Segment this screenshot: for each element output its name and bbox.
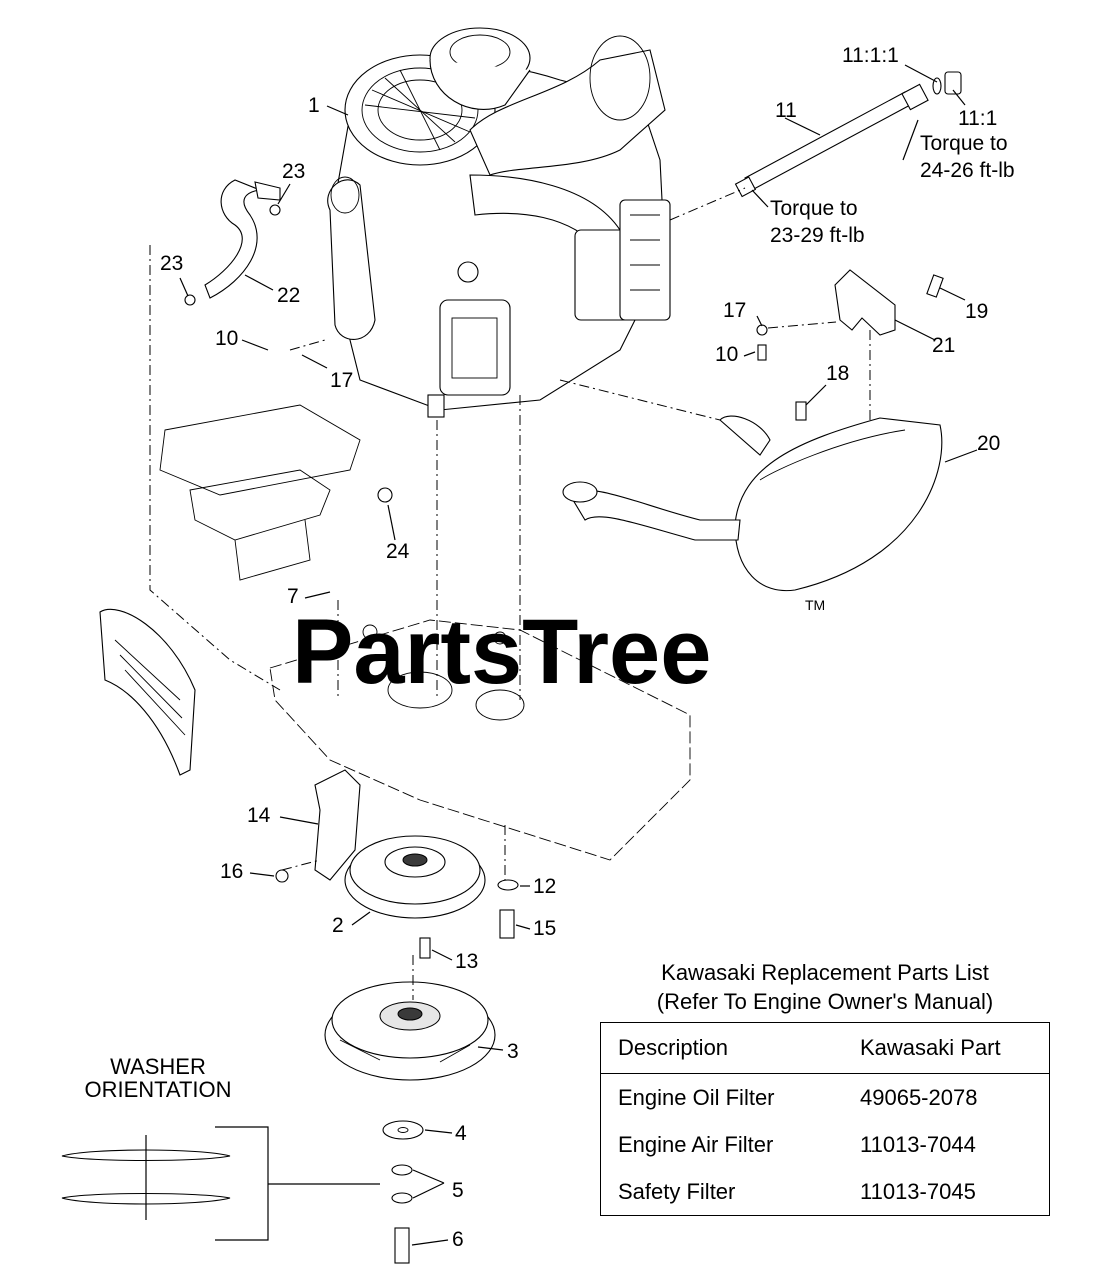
callout-11: 11: [775, 99, 797, 122]
callout-13: 13: [455, 950, 478, 973]
callout-24: 24: [386, 540, 410, 563]
exhaust-pipe-drawing: [734, 71, 962, 198]
muffler-drawing: [562, 401, 943, 592]
table-row: Engine Air Filter 11013-7044: [601, 1121, 1050, 1168]
callout-19: 19: [965, 300, 988, 323]
callout-4: 4: [455, 1122, 467, 1145]
callout-labels: 1 23 23 22 10 17 11 11:1:1 11:1 17 10 19…: [160, 44, 1000, 1251]
parts-list-title-line2: (Refer To Engine Owner's Manual): [656, 989, 994, 1014]
callout-6: 6: [452, 1228, 464, 1251]
small-fasteners-drawing: [419, 879, 519, 959]
torque-note-exhaust-nut-line2: 24-26 ft-lb: [920, 159, 1015, 182]
callout-17-right: 17: [723, 299, 746, 322]
deck-plate-drawing: [269, 619, 691, 861]
callout-12: 12: [533, 875, 556, 898]
parts-list-title-line1: Kawasaki Replacement Parts List: [661, 960, 989, 985]
electric-clutch-drawing: [324, 981, 496, 1081]
parts-list-table: Description Kawasaki Part Engine Oil Fil…: [600, 1022, 1050, 1216]
column-header-description: Description: [600, 1022, 843, 1074]
watermark-trademark: TM: [805, 597, 825, 613]
row-part-number: 11013-7044: [860, 1131, 976, 1157]
callout-22: 22: [277, 284, 300, 307]
callout-15: 15: [533, 917, 556, 940]
row-part-number: 11013-7045: [860, 1178, 976, 1204]
row-description: Engine Oil Filter: [618, 1084, 775, 1110]
callout-23-top: 23: [282, 160, 305, 183]
callout-14: 14: [247, 804, 271, 827]
table-row: Safety Filter 11013-7045: [601, 1168, 1050, 1216]
watermark-logo: PartsTree: [292, 601, 711, 703]
pulley-drawing: [344, 835, 486, 919]
row-description: Safety Filter: [618, 1178, 736, 1204]
column-header-part: Kawasaki Part: [843, 1022, 1050, 1074]
row-description: Engine Air Filter: [618, 1131, 774, 1157]
callout-10-right: 10: [715, 343, 738, 366]
callout-3: 3: [507, 1040, 519, 1063]
callout-11-1-1: 11:1:1: [842, 44, 899, 67]
row-part-number: 49065-2078: [860, 1084, 978, 1110]
muffler-bracket-drawing: [756, 269, 944, 361]
left-shield-drawing: [99, 608, 196, 776]
assembly-lines: [149, 187, 871, 1000]
table-row: Engine Oil Filter 49065-2078: [601, 1074, 1050, 1122]
torque-note-exhaust-nut-line1: Torque to: [920, 132, 1008, 155]
clutch-hardware-drawing: [382, 1120, 424, 1264]
callout-18: 18: [826, 362, 849, 385]
engine-mount-frame-drawing: [159, 404, 393, 581]
callout-17-left: 17: [330, 369, 353, 392]
washer-orientation-sketch: [61, 1126, 380, 1241]
callout-10-left: 10: [215, 327, 238, 350]
callout-23-left: 23: [160, 252, 183, 275]
callout-2: 2: [332, 914, 344, 937]
leader-lines: [179, 64, 978, 1246]
callout-21: 21: [932, 334, 955, 357]
torque-note-exhaust-pipe-line1: Torque to: [770, 197, 858, 220]
clutch-bracket-drawing: [275, 769, 361, 883]
parts-list-title: Kawasaki Replacement Parts List (Refer T…: [600, 958, 1050, 1016]
fuel-hose-drawing: [184, 179, 281, 306]
washer-orientation-heading-line1: WASHER: [110, 1054, 206, 1079]
washer-orientation-heading-line2: ORIENTATION: [84, 1077, 231, 1102]
annotation-notes: Torque to 24-26 ft-lb Torque to 23-29 ft…: [84, 132, 1014, 1102]
callout-16: 16: [220, 860, 243, 883]
callout-7: 7: [287, 585, 299, 608]
torque-note-exhaust-pipe-line2: 23-29 ft-lb: [770, 224, 865, 247]
parts-list-header: Description Kawasaki Part: [600, 1022, 1050, 1074]
engine-drawing: [327, 27, 671, 418]
callout-5: 5: [452, 1179, 464, 1202]
callout-20: 20: [977, 432, 1000, 455]
callout-11-1: 11:1: [958, 107, 997, 130]
callout-1: 1: [308, 94, 320, 117]
